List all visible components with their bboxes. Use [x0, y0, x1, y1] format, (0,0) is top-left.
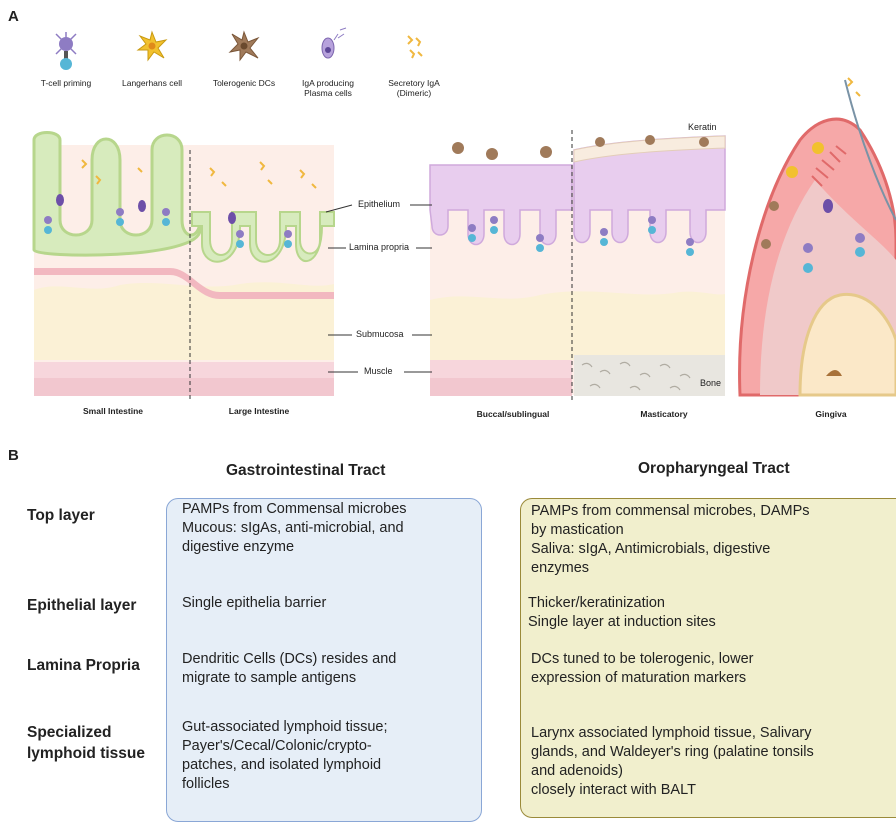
gi-lamina-line: migrate to sample antigens: [182, 669, 396, 688]
epithelium-label: Epithelium: [356, 199, 402, 209]
gi-lamina-line: Dendritic Cells (DCs) resides and: [182, 650, 396, 669]
plasma-cell-icon: [322, 28, 346, 58]
legend-label-langerhans: Langerhans cell: [112, 78, 192, 88]
row-header-lymphoid-tissue: Specialized lymphoid tissue: [27, 722, 162, 764]
gi-lymphoid-line: Payer's/Cecal/Colonic/crypto-: [182, 737, 388, 756]
row-header-top-layer: Top layer: [27, 505, 95, 526]
gi-lymphoid-line: follicles: [182, 775, 388, 794]
gi-epithelial-cell: Single epithelia barrier: [182, 594, 326, 613]
panel-b-letter: B: [8, 447, 19, 464]
bone-label: Bone: [700, 378, 721, 388]
row-header-lamina-propria: Lamina Propria: [27, 655, 140, 676]
gi-tissue-diagram: [34, 133, 334, 401]
gi-column-header: Gastrointestinal Tract: [226, 462, 385, 480]
gingiva-diagram: [740, 78, 896, 395]
oro-lymphoid-line: closely interact with BALT: [531, 781, 814, 800]
oro-epithelial-line: Thicker/keratinization: [528, 594, 716, 613]
oro-lymphoid-line: Larynx associated lymphoid tissue, Saliv…: [531, 724, 814, 743]
small-intestine-label: Small Intestine: [53, 406, 173, 416]
oro-top-line: enzymes: [531, 559, 810, 578]
oro-top-layer-cell: PAMPs from commensal microbes, DAMPs by …: [531, 502, 810, 578]
gingiva-label: Gingiva: [791, 409, 871, 419]
gi-lymphoid-line: Gut-associated lymphoid tissue;: [182, 718, 388, 737]
legend-label-siga: Secretory IgA (Dimeric): [374, 78, 454, 98]
buccal-label: Buccal/sublingual: [453, 409, 573, 419]
gi-top-line: PAMPs from Commensal microbes: [182, 500, 407, 519]
gi-top-layer-cell: PAMPs from Commensal microbes Mucous: sI…: [182, 500, 407, 557]
panel-a-illustration: [0, 0, 896, 440]
lamina-propria-label: Lamina propria: [347, 242, 411, 252]
oral-tissue-diagram: [430, 130, 725, 400]
tolerogenic-dc-icon: [230, 32, 258, 60]
oro-lamina-line: expression of maturation markers: [531, 669, 753, 688]
gi-top-line: Mucous: sIgAs, anti-microbial, and: [182, 519, 407, 538]
legend-label-t-cell: T-cell priming: [26, 78, 106, 88]
masticatory-label: Masticatory: [604, 409, 724, 419]
langerhans-cell-icon: [138, 32, 166, 60]
muscle-label: Muscle: [362, 366, 395, 376]
gi-lymphoid-line: patches, and isolated lymphoid: [182, 756, 388, 775]
secretory-iga-icon: [408, 36, 422, 58]
oro-lamina-cell: DCs tuned to be tolerogenic, lower expre…: [531, 650, 753, 688]
submucosa-label: Submucosa: [354, 329, 406, 339]
oro-epithelial-cell: Thicker/keratinization Single layer at i…: [528, 594, 716, 632]
oro-column-header: Oropharyngeal Tract: [638, 460, 790, 478]
oro-epithelial-line: Single layer at induction sites: [528, 613, 716, 632]
t-cell-icon: [56, 32, 76, 70]
oro-top-line: Saliva: sIgA, Antimicrobials, digestive: [531, 540, 810, 559]
legend-label-tolerogenic: Tolerogenic DCs: [204, 78, 284, 88]
row-header-epithelial-layer: Epithelial layer: [27, 595, 136, 616]
gi-top-line: digestive enzyme: [182, 538, 407, 557]
oro-lymphoid-line: glands, and Waldeyer's ring (palatine to…: [531, 743, 814, 762]
oro-lymphoid-line: and adenoids): [531, 762, 814, 781]
oro-top-line: PAMPs from commensal microbes, DAMPs: [531, 502, 810, 521]
legend-label-plasma: IgA producing Plasma cells: [288, 78, 368, 98]
oro-lymphoid-cell: Larynx associated lymphoid tissue, Saliv…: [531, 724, 814, 800]
gi-lamina-cell: Dendritic Cells (DCs) resides and migrat…: [182, 650, 396, 688]
oro-top-line: by mastication: [531, 521, 810, 540]
gi-lymphoid-cell: Gut-associated lymphoid tissue; Payer's/…: [182, 718, 388, 794]
gi-epithelial-line: Single epithelia barrier: [182, 594, 326, 613]
keratin-label: Keratin: [688, 122, 717, 132]
oro-lamina-line: DCs tuned to be tolerogenic, lower: [531, 650, 753, 669]
large-intestine-label: Large Intestine: [199, 406, 319, 416]
